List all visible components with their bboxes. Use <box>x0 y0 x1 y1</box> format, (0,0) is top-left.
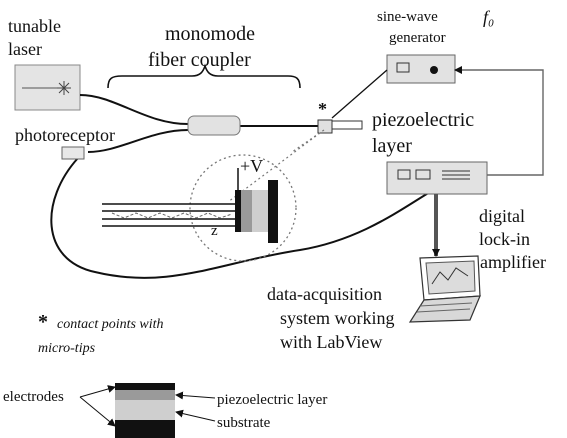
piezo-sample-holder <box>317 119 363 134</box>
legend-substrate-label: substrate <box>217 415 271 431</box>
note-star: * <box>38 311 48 333</box>
contact-point-star: * <box>318 99 327 119</box>
generator-to-piezo-wire <box>331 69 388 119</box>
piezo-label-line1: piezoelectric <box>372 109 474 131</box>
photoreceptor-label: photoreceptor <box>15 125 115 145</box>
tunable-laser-label-line2: laser <box>8 39 42 59</box>
frequency-label: f₀ <box>483 7 494 27</box>
coupler-element <box>187 115 241 136</box>
lockin-to-generator-signal <box>454 66 544 176</box>
zoomed-fiber <box>102 203 235 227</box>
fiber-coupler-label-line2: fiber coupler <box>148 49 251 71</box>
laser-spark-icon <box>57 81 71 95</box>
legend-arrows <box>79 385 216 427</box>
zoomed-sample-layers <box>235 180 278 243</box>
sine-wave-label-line1: sine-wave <box>377 9 438 25</box>
tunable-laser-label-line1: tunable <box>8 16 61 36</box>
daq-label-line1: data-acquisition <box>267 284 382 304</box>
voltage-label: +V <box>240 156 263 176</box>
legend-piezo-label: piezoelectric layer <box>217 392 327 408</box>
note-line2: micro-tips <box>38 341 96 356</box>
piezo-label-line2: layer <box>372 135 412 157</box>
lockin-label-line1: digital <box>479 206 525 226</box>
fiber-coupler-brace <box>107 63 301 89</box>
tunable-laser-box <box>14 64 81 111</box>
photoreceptor-box <box>61 146 85 160</box>
daq-label-line3: with LabView <box>280 332 382 352</box>
legend-electrodes-label: electrodes <box>3 389 64 405</box>
lockin-label-line2: lock-in <box>479 229 530 249</box>
lockin-amplifier-box <box>386 161 488 195</box>
sine-wave-generator-box <box>386 54 456 84</box>
sine-wave-label-line2: generator <box>389 30 446 46</box>
z-axis-label: z <box>211 223 218 239</box>
laptop-icon <box>408 255 481 323</box>
fiber-coupler-label-line1: monomode <box>165 23 255 45</box>
daq-label-line2: system working <box>280 308 395 328</box>
note-line1: contact points with <box>57 317 164 332</box>
legend-layer-stack <box>115 383 175 438</box>
lockin-label-line3: amplifier <box>480 252 546 272</box>
fiber-lines <box>50 94 431 279</box>
zoom-circle <box>189 154 297 262</box>
